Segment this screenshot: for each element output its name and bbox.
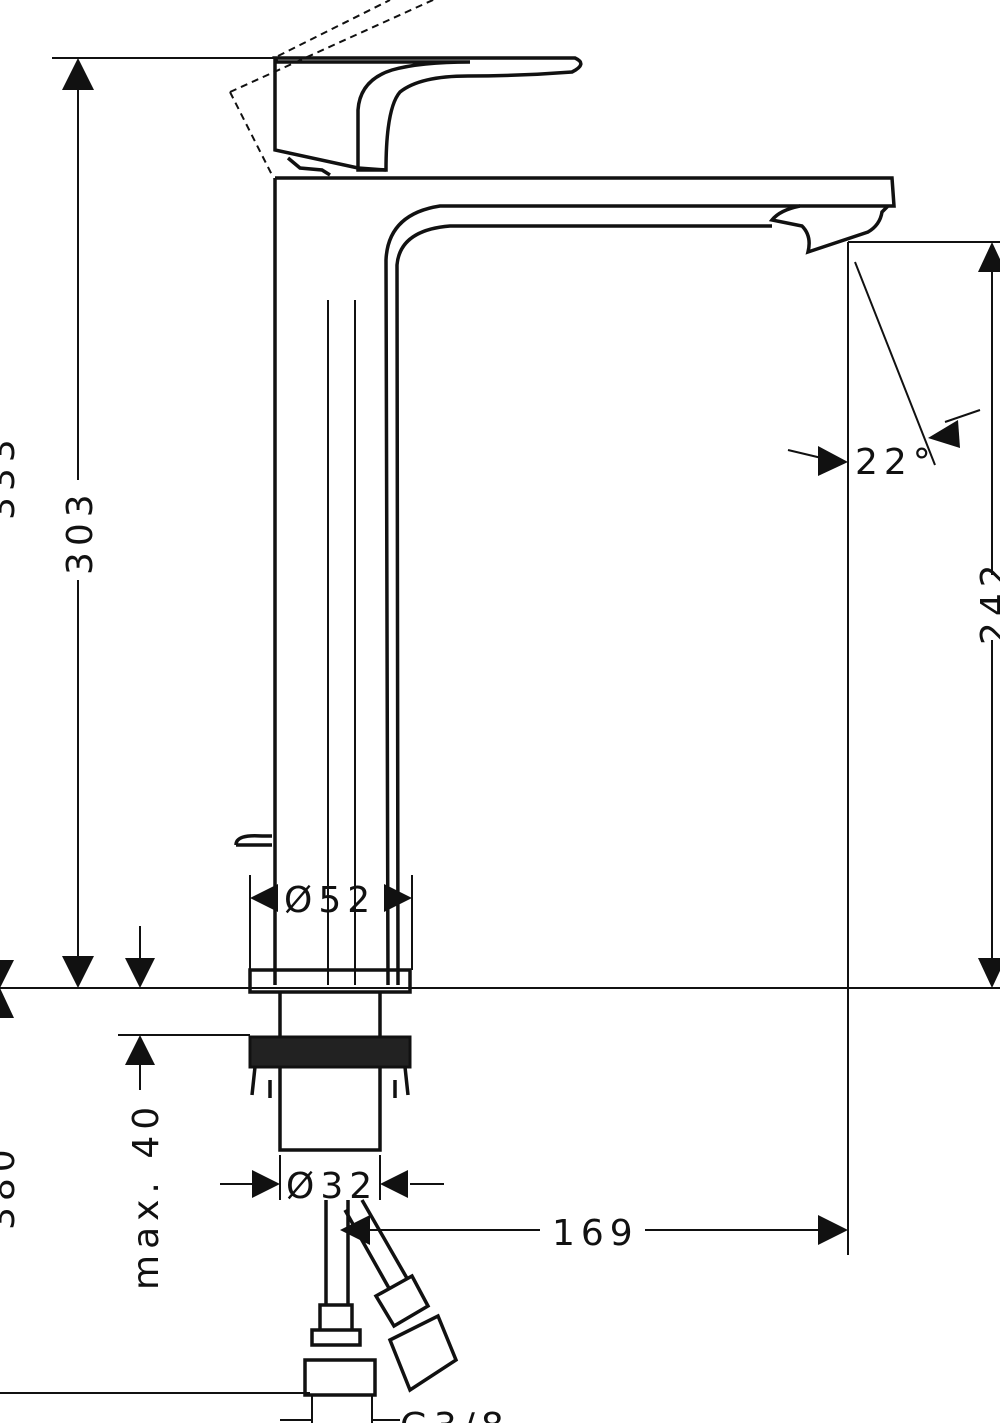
dimension-303: 303: [60, 58, 101, 988]
dim-angle-label: 22°: [855, 442, 937, 483]
dimension-g38: G3/8: [280, 1406, 510, 1423]
lever-handle: [272, 56, 583, 172]
dim-g38-label: G3/8: [400, 1406, 510, 1423]
spout: [275, 176, 896, 255]
dimension-angle: 22°: [787, 409, 981, 483]
faucet-outline: [229, 0, 896, 1397]
popup-rod: [234, 833, 272, 847]
dim-242-label: 242: [974, 558, 1000, 645]
fixing-nut: [248, 1035, 412, 1069]
dim-d52-label: Ø52: [284, 880, 376, 921]
dim-max40-label: max. 40: [126, 1101, 167, 1290]
dim-169-label: 169: [552, 1213, 639, 1254]
hose-angled: [343, 1199, 459, 1393]
dim-380-label: 380: [0, 1143, 23, 1230]
hose-straight: [303, 1200, 377, 1397]
dim-333-label: 333: [0, 433, 23, 520]
dimension-242: 242: [974, 242, 1000, 988]
dimension-d52: Ø52: [250, 880, 412, 921]
dimension-d32: Ø32: [220, 1166, 444, 1207]
dimension-max40: max. 40: [125, 1035, 167, 1290]
reference-lines: [0, 57, 1000, 1423]
base-plate: [248, 968, 412, 994]
dimension-counter-top: [125, 926, 155, 988]
dimension-169: 169: [340, 1213, 848, 1254]
dim-d32-label: Ø32: [286, 1166, 378, 1207]
dimension-380: 380: [0, 988, 23, 1230]
dimension-333: 333: [0, 433, 23, 988]
lever-open-position: [229, 0, 436, 176]
dim-303-label: 303: [60, 488, 101, 575]
